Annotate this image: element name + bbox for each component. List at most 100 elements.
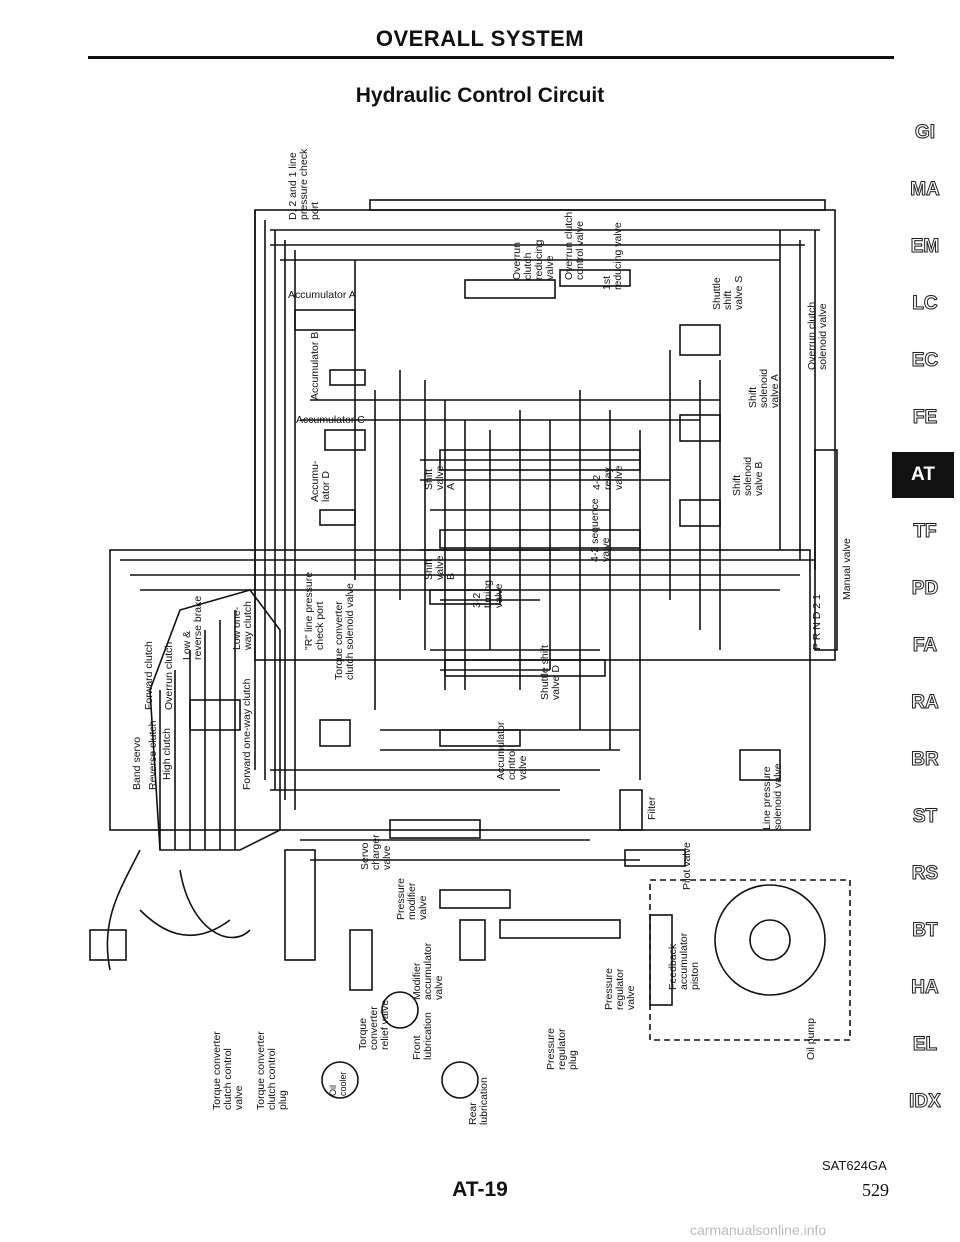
- overrun-reducing-label: Overrun clutch reducing valve: [511, 237, 556, 280]
- top-return-line: [369, 199, 826, 211]
- accumulator-control-body: [439, 729, 521, 747]
- relay-42-label: 4-2 relay valve: [591, 464, 625, 490]
- band-servo-body: [189, 699, 241, 731]
- section-tab-pd: PD: [911, 578, 939, 600]
- overrun-clutch-label: Overrun clutch: [163, 642, 175, 710]
- pressure-regulator-body: [499, 919, 621, 939]
- pressure-regulator-plug-label: Pressure regulator plug: [545, 1025, 579, 1070]
- section-tab-gi: GI: [914, 122, 936, 144]
- shift-valve-b-label: Shift valve B: [423, 553, 457, 580]
- shift-valve-a-label: Shift valve A: [423, 463, 457, 490]
- servo-charger-body: [389, 819, 481, 839]
- section-tab-ma: MA: [910, 179, 941, 201]
- shift-valve-b-body: [439, 529, 641, 549]
- forward-clutch-label: Forward clutch: [143, 641, 155, 710]
- rear-lub-label: Rear lubrication: [467, 1077, 490, 1125]
- reverse-clutch-label: Reverse clutch: [147, 720, 159, 790]
- page-label: AT-19: [452, 1178, 508, 1201]
- first-reducing-label: 1st reducing valve: [601, 222, 624, 290]
- line-solenoid-body: [739, 749, 781, 781]
- low-one-way-label: Low one- way clutch: [231, 601, 254, 651]
- pressure-modifier-body: [439, 889, 511, 909]
- oil-cooler: [321, 1061, 359, 1099]
- timing-32-label: 3-2 timing valve: [471, 577, 505, 608]
- shuttle-valve-d-body: [444, 659, 606, 677]
- section-tab-el: EL: [912, 1034, 938, 1056]
- manual-valve-body: [814, 449, 838, 651]
- section-tab-tf: TF: [913, 521, 937, 543]
- oil-pump-rotor: [714, 884, 826, 996]
- section-tab-lc: LC: [912, 293, 938, 315]
- section-tab-em: EM: [910, 236, 940, 258]
- pump-housing: [649, 879, 851, 1041]
- tc-control-label: Torque converter clutch control valve: [211, 1028, 245, 1110]
- tc-relief-valve-body: [349, 929, 373, 991]
- shift-solenoid-a-label: Shift solenoid valve A: [747, 366, 781, 408]
- section-tab-fa: FA: [912, 635, 938, 657]
- pressure-modifier-label: Pressure modifier valve: [395, 875, 429, 920]
- shuttle-shift-d-label: Shuttle shift valve D: [539, 642, 562, 700]
- output-shaft: [89, 929, 127, 961]
- pilot-valve-label: Pilot valve: [681, 842, 693, 890]
- section-tab-fe: FE: [912, 407, 938, 429]
- section-tab-ha: HA: [911, 977, 939, 999]
- pressure-regulator-label: Pressure regulator valve: [603, 965, 637, 1010]
- tc-solenoid-body: [319, 719, 351, 747]
- feedback-accumulator-label: Feedback accumulator piston: [667, 930, 701, 990]
- overrun-solenoid-label: Overrun clutch solenoid valve: [806, 299, 829, 370]
- hydraulic-circuit-diagram: D, 2 and 1 line pressure check port Accu…: [89, 146, 853, 1125]
- svg-text:Accumu- lator D: Accumu- lator D: [309, 458, 332, 502]
- front-lub-label: Front lubrication: [411, 1012, 434, 1060]
- accumulator-c-label: Accumulator C: [296, 414, 365, 426]
- modifier-accumulator-body: [459, 919, 486, 961]
- section-tab-br: BR: [911, 749, 939, 771]
- shuttle-shift-s-label: Shuttle shift valve S: [711, 274, 745, 310]
- accumulator-a: [294, 309, 356, 331]
- shift-solenoid-b-label: Shift solenoid valve B: [731, 454, 765, 496]
- tc-solenoid-label: Torque converter clutch solenoid valve: [333, 583, 356, 680]
- section-tab-ec: EC: [911, 350, 939, 372]
- accumulator-b: [329, 369, 366, 386]
- section-tab-at: AT: [892, 452, 954, 498]
- watermark: carmanualsonline.info: [690, 1222, 827, 1238]
- diagram-title: Hydraulic Control Circuit: [355, 84, 605, 107]
- pilot-valve-body: [624, 849, 686, 867]
- filter-body: [619, 789, 643, 831]
- accumulator-control-label: Accumulator control valve: [495, 719, 529, 780]
- front-lub-orifice: [381, 991, 419, 1029]
- forward-one-way-label: Forward one-way clutch: [241, 678, 253, 790]
- accumulator-a-label: Accumulator A: [288, 289, 356, 301]
- clutch-pack: [149, 589, 281, 851]
- servo-charger-label: Servo charger valve: [359, 831, 393, 870]
- section-tab-st: ST: [912, 806, 938, 828]
- sequence-42-label: 4-2 sequence valve: [589, 495, 612, 562]
- circuit-outline-lower: [109, 549, 811, 831]
- tc-control-valve-body: [284, 849, 316, 961]
- overrun-solenoid-body: [679, 324, 721, 356]
- overrun-control-label: Overrun clutch control valve: [563, 209, 586, 280]
- header-rule: [88, 56, 894, 59]
- band-servo-label: Band servo: [131, 737, 143, 790]
- timing-valve-body: [429, 589, 501, 605]
- page-number: 529: [862, 1180, 889, 1200]
- tc-relief-label: Torque converter relief valve: [357, 1000, 391, 1050]
- overrun-reducing-valve-body: [464, 279, 556, 299]
- filter-label: Filter: [646, 796, 658, 820]
- svg-text:D, 2 and 1 line pressure: D, 2 and 1 line pressure check port: [287, 146, 321, 220]
- shift-solenoid-b-body: [679, 499, 721, 527]
- r-check-port-label: "R" line pressure check port: [303, 569, 326, 650]
- prnd-label: P R N D 2 1: [811, 594, 823, 650]
- section-tab-bt: BT: [912, 920, 938, 942]
- manual-valve-label: Manual valve: [841, 538, 853, 600]
- modifier-accumulator-label: Modifier accumulator valve: [411, 940, 445, 1000]
- oil-pump-label: Oil pump: [805, 1018, 817, 1060]
- shift-valve-a-body: [439, 449, 641, 471]
- section-title: OVERALL SYSTEM: [375, 26, 585, 51]
- first-reducing-valve-body: [559, 269, 631, 287]
- low-reverse-brake-label: Low & reverse brake: [181, 596, 204, 660]
- tc-control-plug-label: Torque converter clutch control plug: [255, 1028, 289, 1110]
- section-tab-ra: RA: [911, 692, 939, 714]
- accumulator-c: [324, 429, 366, 451]
- accumulator-b-label: Accumulator B: [309, 332, 321, 400]
